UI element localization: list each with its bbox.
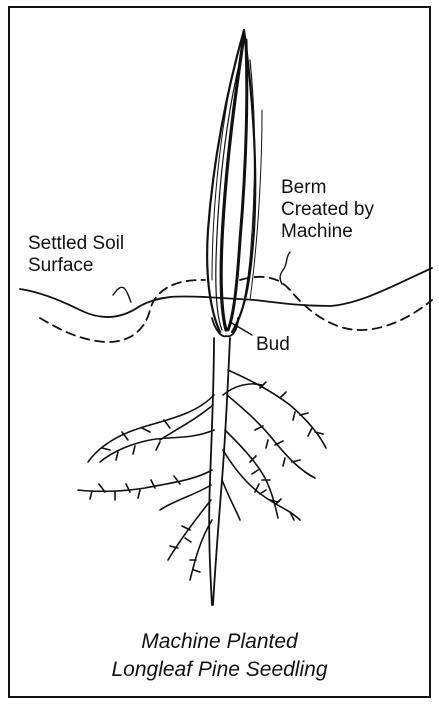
settled-soil-label-line-1: Settled Soil	[28, 233, 124, 255]
settled-soil-label: Settled Soil Surface	[28, 233, 124, 277]
needle-bundle	[207, 30, 262, 332]
lateral-roots-right	[222, 370, 326, 520]
berm-pointer	[280, 252, 290, 284]
berm-label-line-1: Berm	[281, 177, 374, 199]
caption-line-1: Machine Planted	[0, 628, 439, 656]
settled-pointer	[113, 287, 131, 302]
berm-line	[40, 280, 205, 342]
berm-label: Berm Created by Machine	[281, 177, 374, 243]
settled-soil-label-line-2: Surface	[28, 255, 124, 277]
bud-label: Bud	[256, 334, 290, 356]
caption-line-2: Longleaf Pine Seedling	[0, 656, 439, 684]
lateral-roots-left	[78, 395, 214, 580]
berm-line-right	[240, 277, 432, 330]
berm-label-line-3: Machine	[281, 221, 374, 243]
berm-label-line-2: Created by	[281, 199, 374, 221]
taproot	[209, 338, 230, 605]
figure-caption: Machine Planted Longleaf Pine Seedling	[0, 628, 439, 684]
